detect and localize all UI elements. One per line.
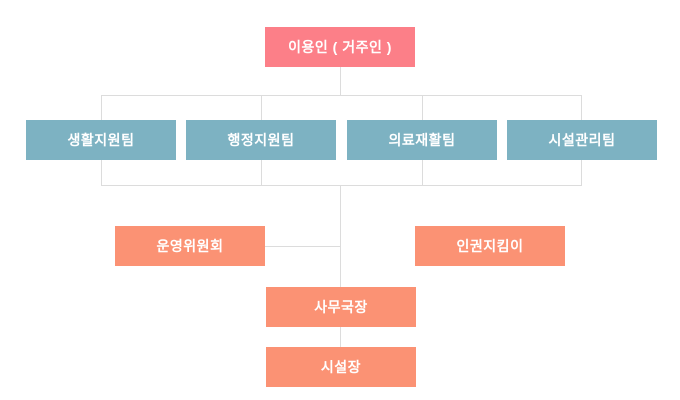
connector-top-rail: [101, 95, 582, 96]
connector-rise-team-3: [422, 160, 423, 185]
org-node-secretary-general: 사무국장: [266, 287, 416, 327]
connector-mid-rail: [101, 185, 582, 186]
connector-root-stem: [340, 67, 341, 95]
connector-drop-team-2: [261, 95, 262, 120]
org-node-human-rights-guardian: 인권지킴이: [415, 226, 565, 266]
connector-center-stem: [340, 185, 341, 287]
connector-drop-team-1: [101, 95, 102, 120]
connector-rise-team-1: [101, 160, 102, 185]
connector-committee-branch: [265, 246, 340, 247]
org-node-users-residents: 이용인 ( 거주인 ): [265, 27, 415, 67]
org-node-living-support-team: 생활지원팀: [26, 120, 176, 160]
org-node-medical-rehab-team: 의료재활팀: [347, 120, 497, 160]
org-node-steering-committee: 운영위원회: [115, 226, 265, 266]
connector-secretary-director: [340, 327, 341, 347]
org-node-facility-director: 시설장: [266, 347, 416, 387]
org-node-facility-mgmt-team: 시설관리팀: [507, 120, 657, 160]
connector-drop-team-3: [422, 95, 423, 120]
connector-rise-team-4: [581, 160, 582, 185]
connector-rise-team-2: [261, 160, 262, 185]
connector-drop-team-4: [581, 95, 582, 120]
org-node-admin-support-team: 행정지원팀: [186, 120, 336, 160]
